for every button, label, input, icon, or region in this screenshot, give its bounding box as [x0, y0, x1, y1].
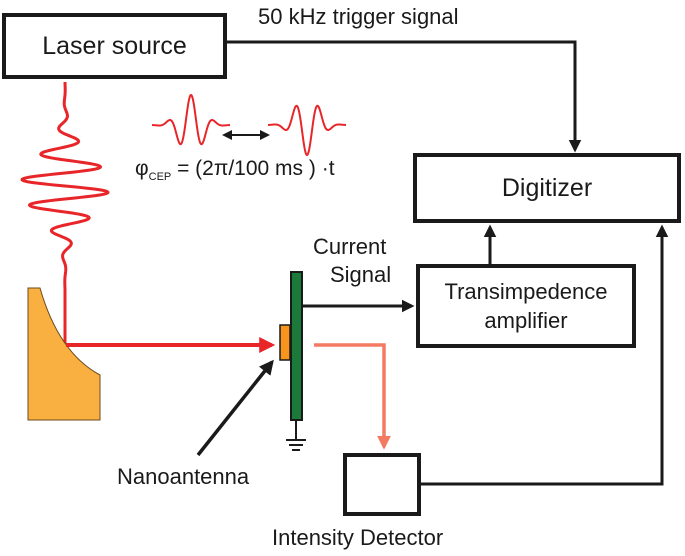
reflected-beam-arrow	[314, 343, 391, 450]
transimpedance-label-line2: amplifier	[484, 308, 568, 333]
cep-pulse-right	[267, 104, 347, 157]
cep-subscript: CEP	[148, 171, 172, 183]
parabolic-mirror	[27, 287, 101, 421]
nanoantenna	[279, 324, 291, 361]
substrate	[290, 271, 303, 421]
nanoantenna-pointer-arrow	[196, 359, 274, 457]
trigger-line	[225, 40, 582, 153]
transimpedance-box	[416, 264, 636, 348]
ground-icon	[286, 439, 306, 451]
current-signal-label-line1: Current	[313, 234, 387, 259]
trigger-signal-label: 50 kHz trigger signal	[258, 4, 459, 29]
cep-pulse-left	[151, 93, 231, 146]
intensity-detector-label: Intensity Detector	[272, 525, 444, 550]
laser-pulse-waveform	[20, 81, 110, 345]
digitizer-label: Digitizer	[501, 174, 593, 202]
intensity-detector-box	[343, 453, 421, 516]
current-signal-label-line2: Signal	[330, 262, 392, 287]
cep-phase-formula: φCEP = (2π/100 ms ) ·t	[135, 157, 335, 183]
laser-source-box	[2, 13, 227, 79]
detector-to-digitizer-arrow	[419, 224, 669, 486]
transimpedance-label-line1: Transimpedence	[444, 279, 608, 304]
digitizer-box	[413, 153, 681, 223]
phi-symbol: φ	[135, 157, 149, 180]
formula-expression: = (2π/100 ms ) ·t	[171, 157, 335, 180]
nanoantenna-label: Nanoantenna	[117, 464, 250, 489]
laser-source-label: Laser source	[42, 32, 187, 60]
